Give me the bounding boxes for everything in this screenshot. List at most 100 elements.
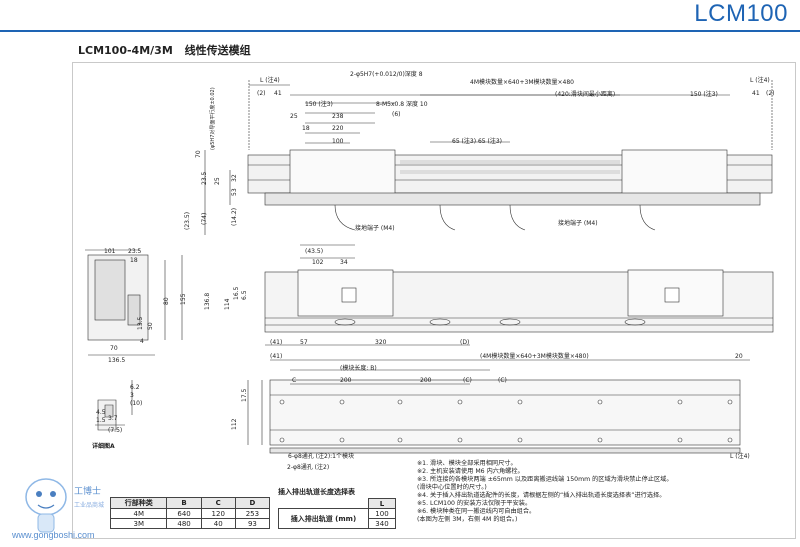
- base-plate: [264, 192, 761, 206]
- dim-text: L (注4): [730, 452, 750, 460]
- table-cell: 100: [367, 508, 397, 519]
- detail-a-label: 详细图A: [92, 442, 115, 450]
- dim-text: (C): [498, 377, 507, 384]
- dim-text: (模块长度: B): [340, 364, 377, 372]
- dim-text: (41): [270, 353, 282, 360]
- table-cell: 93: [234, 518, 271, 529]
- dim-text: L (注4): [260, 76, 280, 84]
- dim-text: 18: [302, 125, 310, 132]
- dim-text: 200: [340, 377, 352, 384]
- dim-text: 41: [274, 90, 282, 97]
- note-line: (本图为左侧 3M，右侧 4M 的组合。): [417, 516, 518, 523]
- dim-text: 102: [312, 259, 324, 266]
- dim-text: 150 (注3): [690, 90, 718, 98]
- cable: [639, 204, 656, 231]
- dim-text: 8-M5x0.8 深度 10: [376, 100, 428, 108]
- table-header: B: [166, 497, 202, 509]
- table-header: D: [234, 497, 271, 509]
- dim-text: (7.5): [108, 427, 122, 434]
- dim-text: 25: [290, 113, 298, 120]
- table-header: C: [200, 497, 236, 509]
- note-line: ※5. LCM100 的安装方法仅限于平安装。: [417, 500, 532, 507]
- rack-teeth: [400, 160, 620, 174]
- dim-text: 50: [147, 322, 154, 330]
- note-line: (滑块中心位置时的尺寸。): [417, 484, 487, 491]
- discharge-table-title: 插入排出轨道长度选择表: [278, 488, 355, 496]
- cable: [439, 204, 456, 231]
- dim-text: 136.8: [204, 293, 211, 310]
- front-view: [264, 269, 774, 346]
- end-view: [85, 249, 183, 356]
- dim-text: 70: [110, 345, 118, 352]
- table-cell: 40: [200, 518, 236, 529]
- hole-note: 2-φ8通孔 (注2): [287, 463, 329, 471]
- note-line: ※6. 模块种类在同一搬运线内可自由组合。: [417, 508, 536, 515]
- section-title: LCM100-4M/3M 线性传送模组: [78, 42, 259, 58]
- dim-text: (C): [463, 377, 472, 384]
- dim-text: 23.5: [128, 248, 142, 255]
- dim-text: 4M模块数量×640+3M模块数量×480: [470, 78, 574, 86]
- dim-text: 57: [300, 339, 308, 346]
- dim-text: 150 (注3): [305, 100, 333, 108]
- dim-text: (74): [201, 213, 208, 225]
- dim-text: (4M模块数量×640+3M模块数量×480): [480, 352, 589, 360]
- table-cell: 480: [166, 518, 202, 529]
- dim-text: (43.5): [305, 248, 323, 255]
- dim-text: 6.2: [130, 384, 140, 391]
- dim-text: (2): [766, 90, 775, 97]
- dim-text: 4: [140, 338, 144, 345]
- notes-block: ※1. 滑块、模块全部采用相同尺寸。 ※2. 主机安装请使用 M6 内六角螺栓。…: [417, 460, 757, 524]
- bottom-view: [247, 359, 750, 454]
- dim-text: 4.5: [96, 409, 106, 416]
- dim-text: (41): [270, 339, 282, 346]
- watermark-logo-text: 工博士: [74, 485, 101, 497]
- dim-text: (2): [257, 90, 266, 97]
- detail-a: [95, 380, 133, 431]
- dim-text: (φ5H7对导面平行度±0.02): [209, 87, 216, 150]
- dim-text: 155: [180, 293, 187, 305]
- ground-terminal-label: 接地端子 (M4): [355, 224, 395, 232]
- dim-text: (10): [130, 400, 142, 407]
- dim-text: 32: [231, 174, 238, 182]
- watermark-mascot-icon: 工博士 工业品商城: [25, 478, 104, 533]
- dim-text: 112: [231, 418, 238, 430]
- dim-text: 34: [340, 259, 348, 266]
- dim-text: 18: [130, 257, 138, 264]
- dim-text: (23.5): [184, 212, 191, 230]
- cable: [509, 204, 526, 231]
- dim-text: 320: [375, 339, 387, 346]
- dim-text: C: [292, 377, 296, 384]
- dim-text: 200: [420, 377, 432, 384]
- brand-logo: LCM100: [694, 0, 788, 27]
- cable: [334, 204, 356, 231]
- hole-note: 6-φ8通孔 (注2):1个模块: [288, 452, 354, 460]
- table-row: 3M 480 40 93: [109, 518, 271, 529]
- module-title: 线性传送模组: [184, 44, 251, 57]
- dim-text: 114: [224, 298, 231, 310]
- model-name: LCM100-4M/3M: [78, 44, 173, 57]
- module-table: 行部种类 B C D 4M 640 120 253 3M 480 40 93: [109, 497, 271, 529]
- dim-text: 101: [104, 248, 116, 255]
- note-line: ※2. 主机安装请使用 M6 内六角螺栓。: [417, 468, 524, 475]
- table-cell: 120: [200, 508, 236, 519]
- dim-text: 220: [332, 125, 344, 132]
- slider-right: [621, 149, 728, 199]
- table-header: L: [367, 498, 397, 509]
- dim-text: 25: [214, 177, 221, 185]
- watermark-sub-text: 工业品商城: [74, 501, 104, 509]
- dim-text: 6.5: [241, 290, 248, 300]
- top-view: [204, 80, 773, 259]
- ground-terminal-label: 接地端子 (M4): [558, 219, 598, 227]
- dim-text: 16.5: [233, 286, 240, 300]
- dim-text: 23.5: [201, 171, 208, 185]
- dim-text: 20: [735, 353, 743, 360]
- dim-text: (420:滑块间最小距离): [555, 90, 615, 98]
- dim-text: 80: [163, 297, 170, 305]
- dim-text: (6): [392, 111, 401, 118]
- discharge-table: L 插入排出轨道 (mm) 100 340: [278, 498, 397, 529]
- header-rule: [0, 30, 800, 32]
- dim-text: 70: [195, 150, 202, 158]
- slider-left: [289, 149, 396, 199]
- dim-text: 3: [130, 392, 134, 399]
